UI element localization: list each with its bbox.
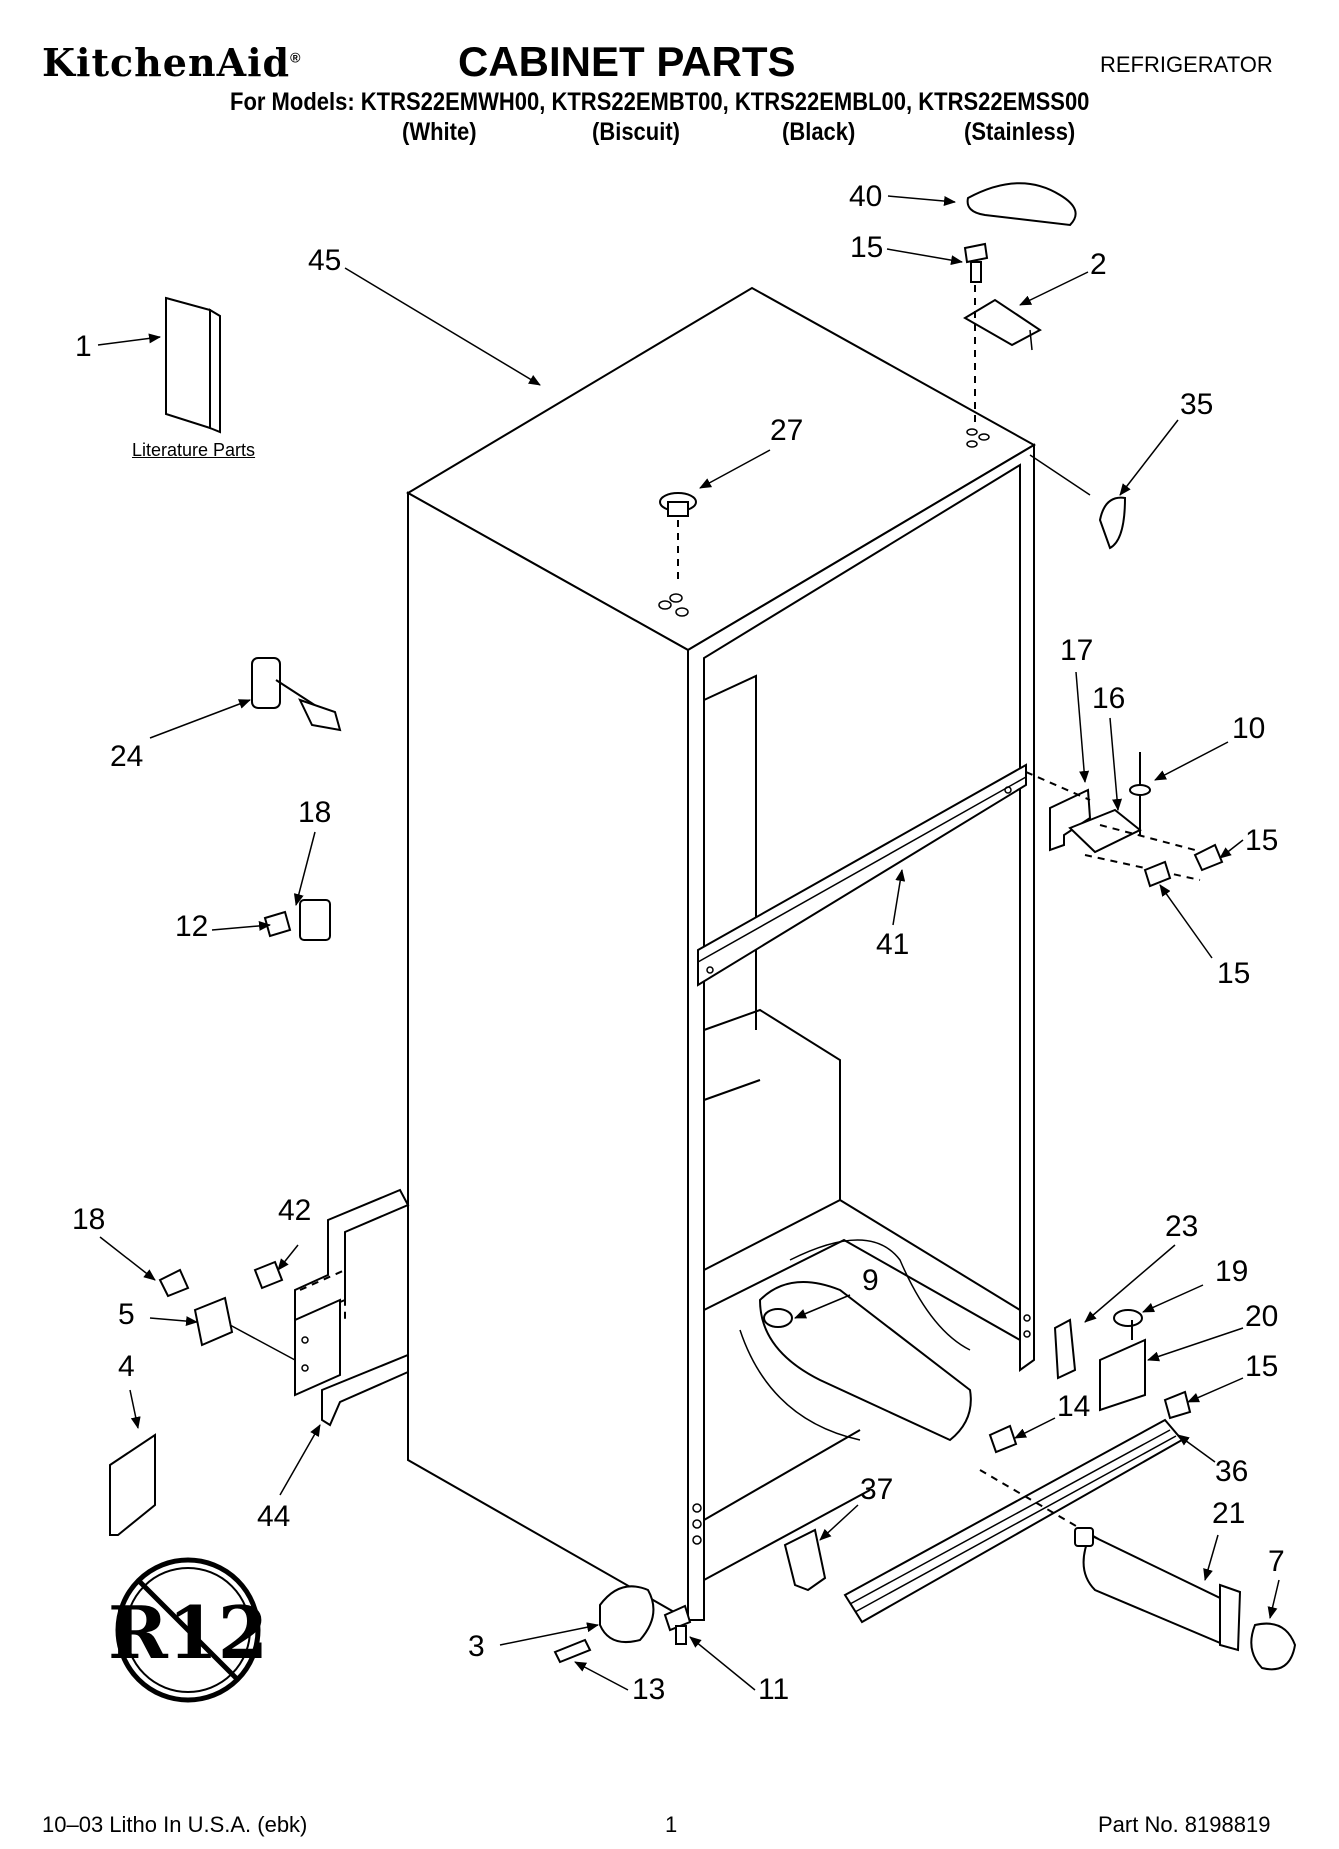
clip-5 [193,1296,296,1361]
cover-plate-4 [109,1433,156,1536]
callout-15: 15 [850,231,884,264]
color-white: (White) [402,118,477,146]
callout-11: 11 [758,1673,790,1706]
footer-part-number: Part No. 8198819 [1098,1812,1271,1837]
door-stop-24 [251,657,342,732]
lower-parts-3-13-11 [553,1585,692,1664]
document-type: REFRIGERATOR [1100,52,1273,77]
brand-logo: KitchenAid® [42,40,301,85]
callout-18: 18 [298,796,332,829]
no-r12-prohibition-icon: R12 [108,1557,268,1703]
callout-37: 37 [860,1473,894,1506]
plug-button-27 [659,492,697,585]
hinge-pin-cap-35 [1098,496,1127,550]
callout-7: 7 [1268,1545,1285,1578]
registered-mark: ® [290,49,302,66]
top-hinge-2 [963,285,1042,425]
callout-41: 41 [876,928,910,961]
models-line: For Models: KTRS22EMWH00, KTRS22EMBT00, … [230,88,1090,116]
water-filter-21 [1074,1527,1242,1652]
screw-15-top [963,242,989,283]
footer-print-info: 10–03 Litho In U.S.A. (ebk) [42,1812,308,1837]
callout-9: 9 [862,1264,879,1297]
callout-35: 35 [1180,388,1214,421]
callout-19: 19 [1215,1255,1249,1288]
callout-18: 18 [72,1203,106,1236]
callout-17: 17 [1060,634,1094,667]
callout-15: 15 [1217,957,1251,990]
callout-44: 44 [257,1500,291,1533]
clip-37 [783,1528,827,1592]
callout-12: 12 [175,910,209,943]
screw-18-lower [158,1268,190,1298]
bottom-hinge-assembly [1053,1309,1146,1412]
callout-4: 4 [118,1350,135,1383]
callout-36: 36 [1215,1455,1249,1488]
callout-45: 45 [308,244,342,277]
callout-3: 3 [468,1630,485,1663]
callout-15: 15 [1245,1350,1279,1383]
center-hinge-assembly [1025,752,1201,881]
callout-5: 5 [118,1298,135,1331]
page-title: CABINET PARTS [458,38,796,85]
callout-20: 20 [1245,1300,1279,1333]
water-filter-housing-9 [739,1239,972,1442]
literature-parts-label: Literature Parts [132,440,256,460]
leader-arrows [97,195,1280,1691]
callout-16: 16 [1092,682,1126,715]
callout-42: 42 [278,1194,312,1227]
callout-15: 15 [1245,824,1279,857]
color-stainless: (Stainless) [964,118,1076,146]
callout-40: 40 [849,180,883,213]
callout-14: 14 [1057,1390,1091,1423]
screw-42 [253,1260,284,1290]
callout-24: 24 [110,740,144,773]
callout-13: 13 [632,1673,666,1706]
bracket-12-18 [263,899,331,941]
color-black: (Black) [782,118,856,146]
footer-page-number: 1 [665,1812,678,1837]
brand-name: KitchenAid [42,40,291,85]
callout-1: 1 [75,330,92,363]
screw-14 [988,1424,1018,1454]
callout-23: 23 [1165,1210,1199,1243]
filter-cap-7 [1250,1622,1297,1671]
screw-15-bottom [1163,1390,1192,1420]
toe-grille-bracket-44 [294,1188,410,1427]
callout-27: 27 [770,414,804,447]
callout-2: 2 [1090,248,1107,281]
color-biscuit: (Biscuit) [592,118,680,146]
hinge-cover-40 [966,182,1077,227]
callout-10: 10 [1232,712,1266,745]
literature-parts-book [165,296,221,434]
cabinet [406,286,1037,1622]
screw-15-right [1143,843,1224,888]
callout-21: 21 [1212,1497,1246,1530]
